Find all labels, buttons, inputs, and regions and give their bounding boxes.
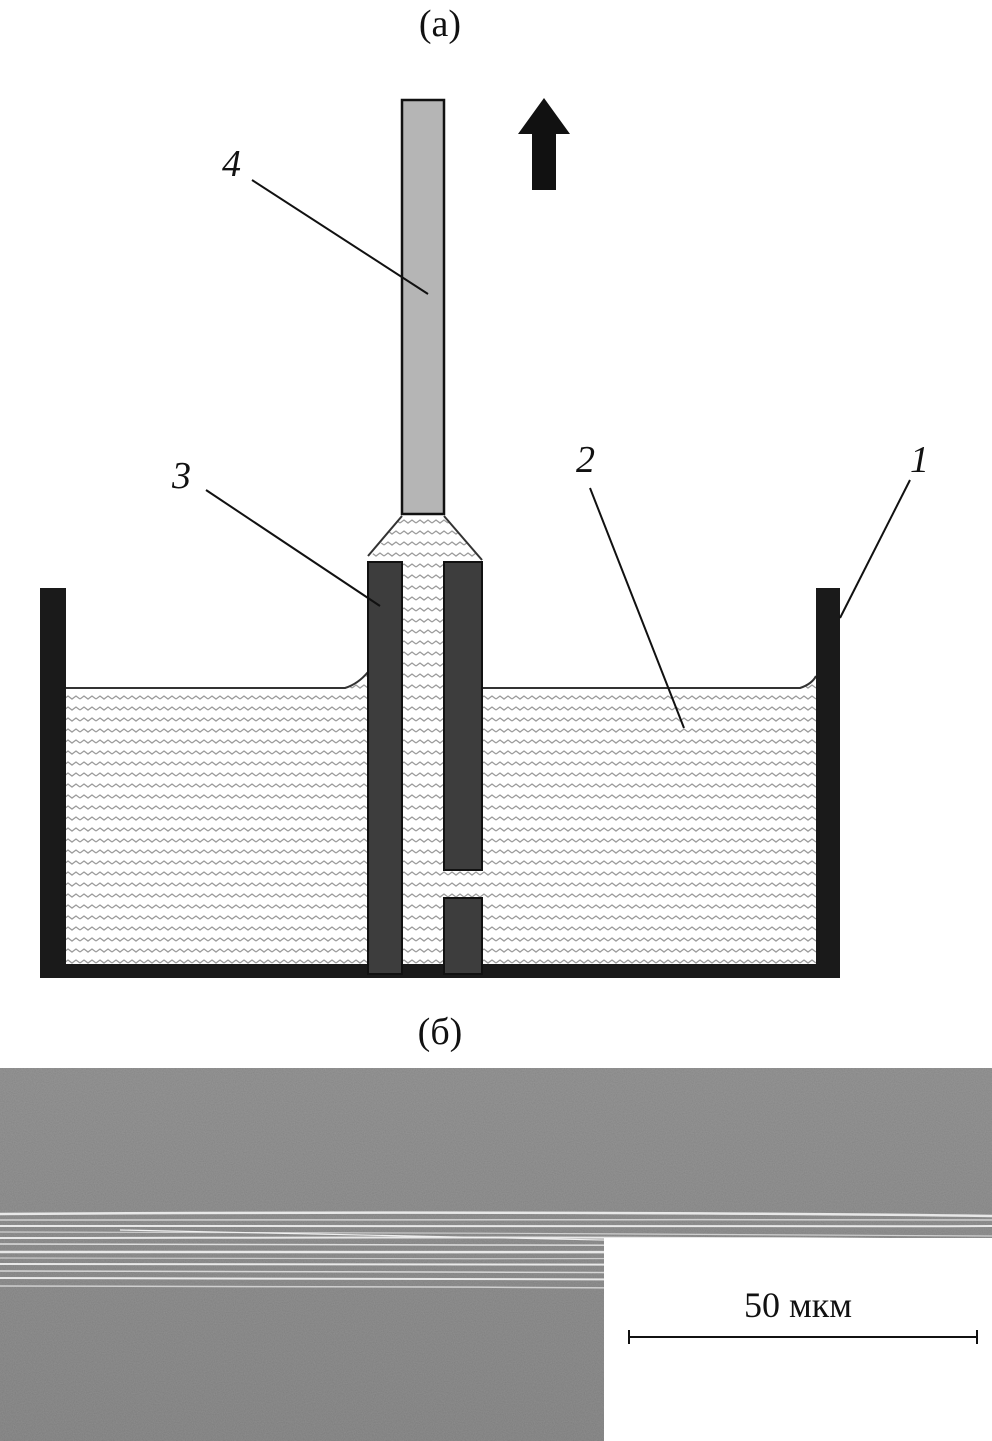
scale-bar-label: 50 мкм — [743, 1285, 853, 1325]
scale-bar-tick-right — [976, 1330, 978, 1344]
rod — [400, 98, 446, 516]
label-2: 2 — [576, 439, 595, 481]
label-4: 4 — [222, 143, 241, 185]
panel-b-label: (б) — [417, 1011, 463, 1053]
scale-bar — [628, 1336, 978, 1338]
container-vessel — [40, 588, 840, 978]
scale-bar-box: 50 мкм — [604, 1238, 992, 1441]
scale-bar-tick-left — [628, 1330, 630, 1344]
drawing-apparatus-diagram: 1 2 3 4 — [40, 98, 929, 978]
liquid-left — [66, 672, 368, 966]
up-arrow-icon — [518, 98, 570, 190]
die-walls — [367, 561, 483, 975]
liquid-right — [482, 676, 816, 966]
label-3: 3 — [171, 455, 191, 497]
label-1: 1 — [910, 439, 929, 481]
panel-a-label: (а) — [418, 3, 462, 45]
